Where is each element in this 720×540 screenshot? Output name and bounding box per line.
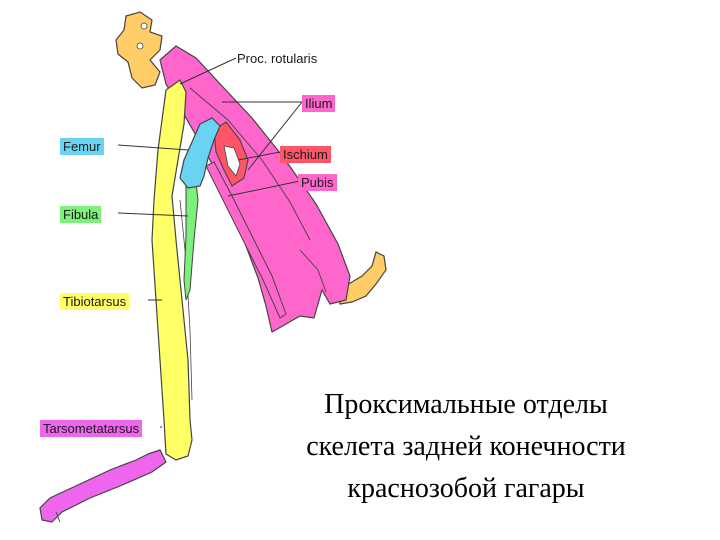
tarsometatarsus-bone xyxy=(39,449,167,523)
leader-lines xyxy=(117,57,303,428)
label-tarsometatarsus: Tarsometatarsus xyxy=(40,420,143,437)
label-femur: Femur xyxy=(60,138,104,155)
pubis-bone xyxy=(205,161,287,319)
tibiotarsus-bone xyxy=(151,79,193,461)
fibula-bone xyxy=(183,181,199,301)
femur-bone xyxy=(179,117,221,189)
label-ilium: Ilium xyxy=(302,95,336,112)
label-ischium: Ischium xyxy=(280,146,331,163)
caption-line-3: краснозобой гагары xyxy=(347,473,585,504)
label-tibiotarsus: Tibiotarsus xyxy=(60,293,130,310)
synsacrum-vertebrae xyxy=(115,11,163,89)
label-proc-rotularis: Proc. rotularis xyxy=(237,51,318,66)
label-fibula: Fibula xyxy=(60,206,102,223)
label-pubis: Pubis xyxy=(298,174,337,191)
caption-line-1: Проксимальные отделы xyxy=(324,389,608,420)
caudal-vertebrae xyxy=(337,251,387,305)
caption: Проксимальные отделы скелета задней коне… xyxy=(236,384,696,510)
caption-line-2: скелета задней конечности xyxy=(306,431,626,462)
